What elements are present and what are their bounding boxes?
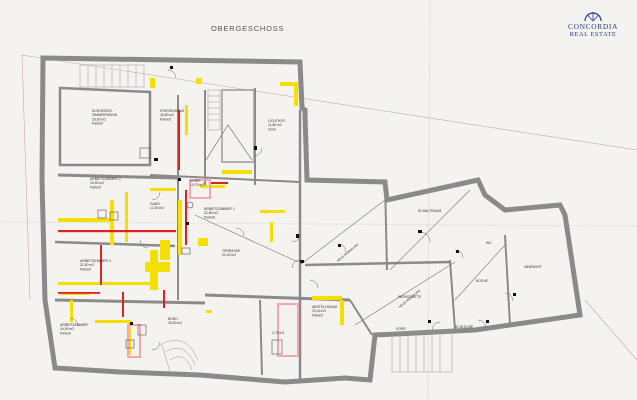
room-label-line: Zone [268, 127, 276, 131]
room-label-line: KÜCHE/ESS- [92, 109, 113, 113]
room-label-line: 22,80 m2 [204, 211, 218, 215]
room-label-line: ARBEITSZIMMER [60, 323, 88, 327]
room-label-line: STIEGENHAUS [160, 109, 185, 113]
site-boundary [21, 54, 637, 361]
demolition-red [58, 110, 228, 317]
room-label-line: Parkett [312, 313, 323, 317]
room-label-line: TERRASSE [222, 249, 241, 253]
fixtures [97, 147, 283, 355]
room-label-line: 10,70 m2 [190, 183, 204, 187]
room-label-line: INNENHOF [524, 265, 542, 269]
staircase-center [207, 89, 221, 131]
building-walls [39, 55, 583, 385]
room-label-line: ARBEITSZIMMER 1 [204, 207, 235, 211]
room-label-werkstaette: WERKSTÄTTE [398, 295, 422, 299]
room-label-schleuse: SCHLEUSE [455, 325, 474, 329]
room-label-line: SCHLEUSE [455, 325, 474, 329]
room-label-line: 16,90 m2 [60, 327, 74, 331]
room-cross-lines [194, 189, 506, 326]
room-label-line: 18,50 m2 [90, 181, 104, 185]
room-label-line: 12,50 m2 [150, 206, 164, 210]
brand-logo: CONCORDIA REAL ESTATE [557, 10, 629, 39]
room-label-kueche2: KÜCHE [476, 279, 489, 283]
new-walls-yellow [58, 78, 344, 355]
room-label-schaltraum: SCHALTRAUM [418, 209, 441, 213]
room-label-abst-small: 2,70 m2 [272, 331, 284, 335]
room-label-line: Parkett [60, 331, 71, 335]
staircase-top [79, 64, 145, 88]
room-label-line: GANG [150, 202, 160, 206]
compass-logo-icon [584, 12, 602, 22]
staircase-bottom [159, 339, 199, 373]
room-label-line: VORR [396, 327, 406, 331]
room-label-line: Parkett [90, 185, 101, 189]
room-label-line: 11,80 m2 [268, 123, 282, 127]
door-swings [69, 69, 514, 351]
room-label-line: 18,50 m2 [168, 321, 182, 325]
brand-line-1: CONCORDIA [568, 22, 618, 31]
room-label-line: WERKSTÄTTE [398, 295, 422, 299]
room-label-line: 24,30 m2 [222, 253, 236, 257]
room-label-line: WC [486, 241, 492, 245]
room-label-vorraum2: VORR [396, 327, 406, 331]
room-label-line: Parkett [80, 267, 91, 271]
room-label-line: BÜRO [168, 317, 178, 321]
room-label-line: ARBEITSZIMMER 3 [80, 259, 111, 263]
page-title: OBERGESCHOSS [211, 24, 285, 33]
room-label-line: ABSTELLRAUM [312, 305, 337, 309]
room-label-line: 22,50 m2 [80, 263, 94, 267]
room-label-line: Parkett [92, 122, 103, 126]
room-label-line: 26,00 m2 [92, 117, 106, 121]
door-markers [130, 66, 516, 325]
room-label-line: LICHTHOF- [268, 119, 286, 123]
room-label-line: ZIMMER/WOHN [92, 113, 118, 117]
room-label-line: Parkett [204, 215, 215, 219]
room-label-wc: WC [486, 241, 492, 245]
room-label-line: Parkett [160, 117, 171, 121]
room-label-line: 16,80 m2 [160, 113, 174, 117]
room-label-line: SCHALTRAUM [418, 209, 441, 213]
room-label-line: 2,70 m2 [272, 331, 284, 335]
room-label-line: 23,40 m2 [312, 309, 326, 313]
room-label-line: VORR [190, 179, 200, 183]
room-label-line: KÜCHE [476, 279, 489, 283]
pink-markings [127, 179, 299, 358]
room-label-line: ARBEITSZIMMER 2 [90, 177, 121, 181]
staircase-right [391, 331, 453, 373]
brand-line-2: REAL ESTATE [569, 31, 617, 38]
room-label-innenhof: INNENHOF [524, 265, 542, 269]
